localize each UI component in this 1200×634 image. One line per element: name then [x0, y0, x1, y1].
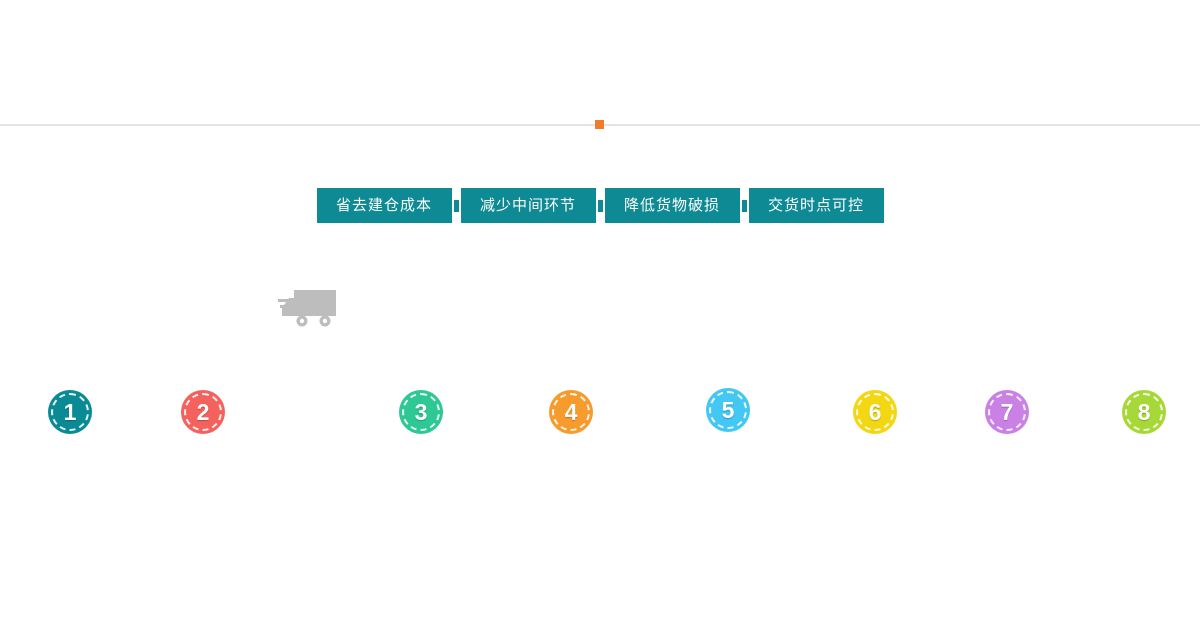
- step-badge-3: 3: [399, 390, 443, 434]
- step-number: 3: [414, 398, 428, 425]
- divider-center-square: [595, 120, 604, 129]
- benefit-tag-controllable-delivery-time[interactable]: 交货时点可控: [748, 188, 884, 223]
- step-badge-row: 1 2 3 4 5 6 7 8: [0, 388, 1200, 436]
- delivery-truck-icon: [278, 284, 340, 328]
- step-badge-4: 4: [549, 390, 593, 434]
- step-badge-1: 1: [48, 390, 92, 434]
- step-number: 6: [868, 398, 882, 425]
- step-badge-6: 6: [853, 390, 897, 434]
- benefit-tag-save-warehouse-cost[interactable]: 省去建仓成本: [316, 188, 452, 223]
- tag-separator: [453, 199, 459, 212]
- benefit-tag-reduce-intermediate-links[interactable]: 减少中间环节: [460, 188, 596, 223]
- tag-separator: [741, 199, 747, 212]
- step-number: 7: [1000, 398, 1014, 425]
- step-number: 2: [196, 398, 210, 425]
- tag-separator: [597, 199, 603, 212]
- step-number: 5: [721, 396, 735, 423]
- step-number: 4: [564, 398, 578, 425]
- benefit-tag-row: 省去建仓成本 减少中间环节 降低货物破损 交货时点可控: [0, 188, 1200, 223]
- step-number: 8: [1137, 398, 1151, 425]
- step-badge-8: 8: [1122, 390, 1166, 434]
- step-number: 1: [63, 398, 77, 425]
- step-badge-5: 5: [706, 388, 750, 432]
- benefit-tag-reduce-cargo-damage[interactable]: 降低货物破损: [604, 188, 740, 223]
- step-badge-7: 7: [985, 390, 1029, 434]
- step-badge-2: 2: [181, 390, 225, 434]
